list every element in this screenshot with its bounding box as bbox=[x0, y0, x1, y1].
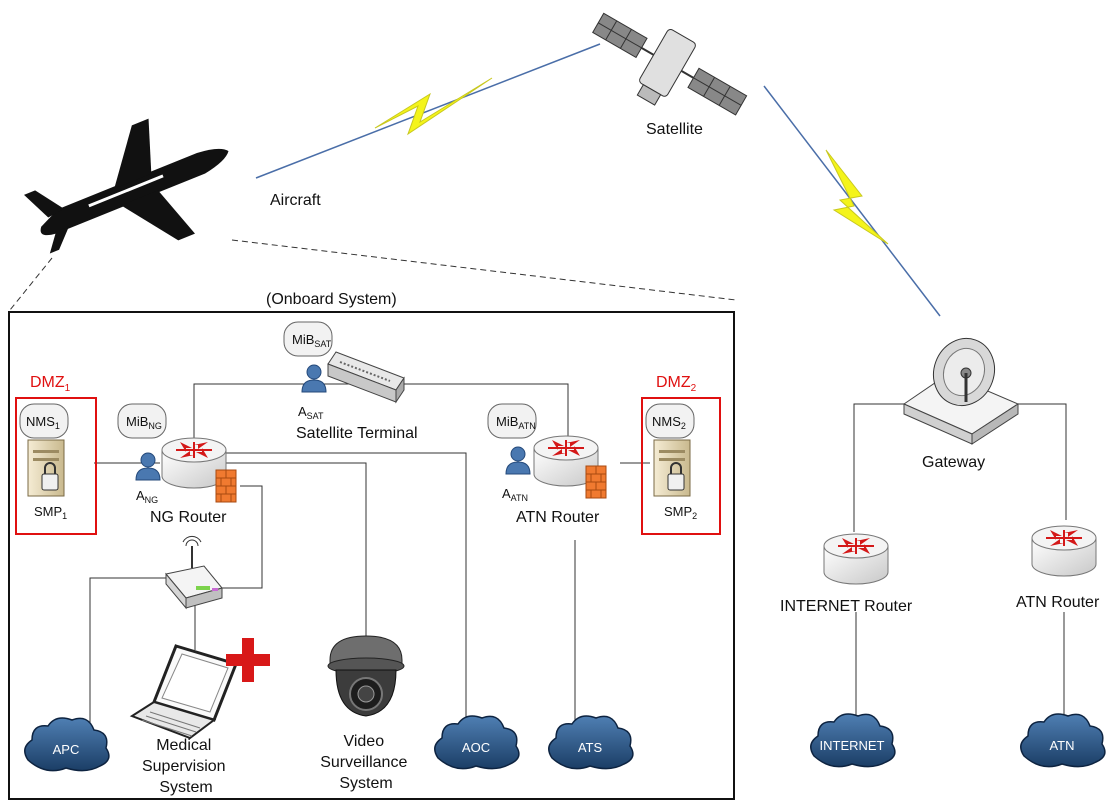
aircraft-label: Aircraft bbox=[270, 192, 321, 209]
svg-text:ATN: ATN bbox=[1049, 738, 1074, 753]
video-camera-icon bbox=[327, 635, 405, 717]
cloud-ats: ATS bbox=[548, 715, 634, 770]
aircraft-icon bbox=[24, 118, 229, 254]
internet-router-icon bbox=[823, 533, 889, 585]
satellite-label: Satellite bbox=[646, 121, 703, 138]
atn-router-ground-icon bbox=[1031, 525, 1097, 577]
agent-atn-icon bbox=[505, 446, 531, 475]
agent-sat-icon bbox=[301, 364, 327, 393]
laptop-icon bbox=[129, 644, 238, 740]
mib-atn-bubble: MiBATN bbox=[487, 403, 537, 439]
atn-router-ground-label: ATN Router bbox=[1016, 594, 1100, 611]
cloud-internet: INTERNET bbox=[810, 713, 896, 768]
onboard-system-label: (Onboard System) bbox=[266, 291, 397, 308]
zoom-line-right bbox=[231, 239, 737, 301]
mib-sat-bubble: MiBSAT bbox=[283, 321, 333, 357]
agent-ng-label: ANG bbox=[136, 488, 158, 505]
video-label: Video Surveillance System bbox=[320, 733, 412, 792]
dmz1-label: DMZ1 bbox=[30, 374, 71, 394]
medical-cross-icon bbox=[226, 638, 270, 682]
svg-text:NMS1: NMS1 bbox=[26, 414, 60, 431]
mib-ng-bubble: MiBNG bbox=[117, 403, 167, 439]
svg-text:APC: APC bbox=[53, 742, 80, 757]
svg-text:MiBNG: MiBNG bbox=[126, 414, 162, 431]
atn-router-onboard-label: ATN Router bbox=[516, 509, 600, 526]
nms2-bubble: NMS2 bbox=[645, 403, 695, 439]
dmz2-box bbox=[641, 397, 721, 535]
smp1-server-icon bbox=[27, 439, 65, 497]
gateway-icon bbox=[902, 337, 1020, 445]
satellite-terminal-icon bbox=[327, 351, 405, 404]
cloud-aoc: AOC bbox=[434, 715, 520, 770]
dmz2-label: DMZ2 bbox=[656, 374, 697, 394]
agent-atn-label: AATN bbox=[502, 486, 528, 503]
svg-text:MiBATN: MiBATN bbox=[496, 414, 536, 431]
smp2-server-icon bbox=[653, 439, 691, 497]
smp1-label: SMP1 bbox=[34, 504, 67, 521]
dmz1-box bbox=[15, 397, 97, 535]
ng-firewall-icon bbox=[215, 469, 237, 503]
svg-text:NMS2: NMS2 bbox=[652, 414, 686, 431]
cloud-atn: ATN bbox=[1020, 713, 1106, 768]
atn-firewall-icon bbox=[585, 465, 607, 499]
nms1-bubble: NMS1 bbox=[19, 403, 69, 439]
gateway-label: Gateway bbox=[922, 454, 985, 471]
ground-wires bbox=[853, 403, 1067, 730]
zoom-line-left bbox=[9, 257, 53, 311]
onboard-system-box bbox=[8, 311, 735, 800]
svg-text:INTERNET: INTERNET bbox=[820, 738, 885, 753]
satellite-link-aircraft bbox=[255, 43, 601, 179]
smp2-label: SMP2 bbox=[664, 504, 697, 521]
cloud-apc: APC bbox=[24, 717, 110, 772]
onboard-wires bbox=[89, 383, 650, 730]
svg-text:AOC: AOC bbox=[462, 740, 490, 755]
svg-text:MiBSAT: MiBSAT bbox=[292, 332, 332, 349]
satellite-terminal-label: Satellite Terminal bbox=[296, 425, 418, 442]
ng-router-label: NG Router bbox=[150, 509, 227, 526]
medical-label: Medical Supervision System bbox=[142, 737, 230, 796]
agent-sat-label: ASAT bbox=[298, 404, 324, 421]
wireless-access-point-icon bbox=[165, 535, 223, 610]
agent-ng-icon bbox=[135, 452, 161, 481]
internet-router-label: INTERNET Router bbox=[780, 598, 913, 615]
satellite-icon bbox=[592, 12, 748, 116]
svg-text:ATS: ATS bbox=[578, 740, 603, 755]
satellite-link-gateway bbox=[763, 85, 941, 317]
